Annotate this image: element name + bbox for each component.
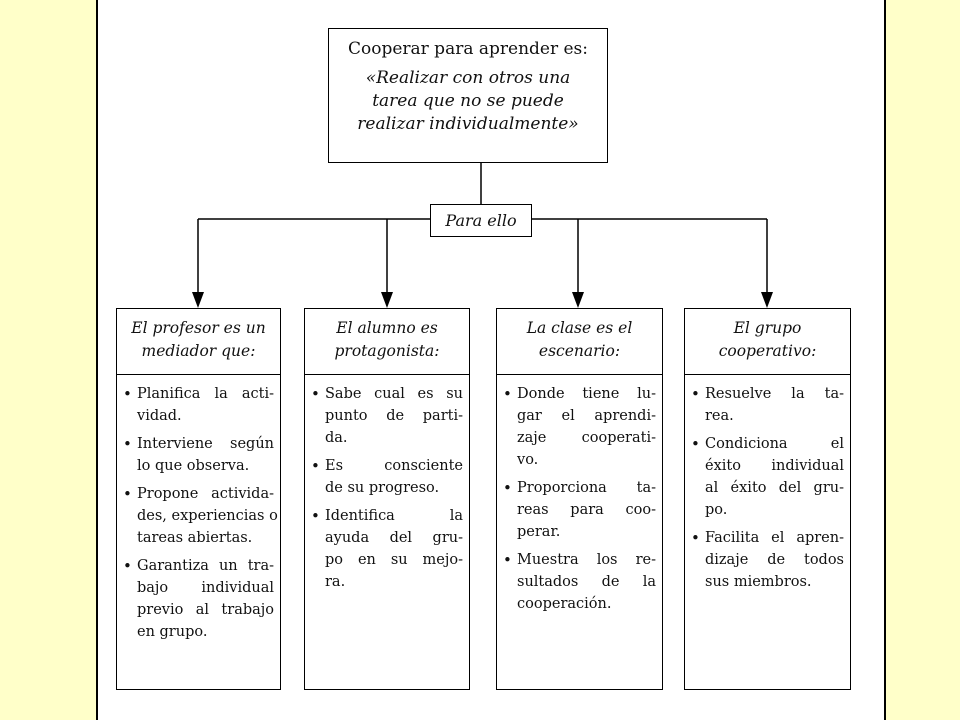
bullet-item: Garantiza un tra- bajo individual previo… xyxy=(123,555,274,643)
arrowhead-4 xyxy=(761,292,773,308)
heading-line: cooperativo: xyxy=(718,342,817,360)
bullet-line: Identifica la xyxy=(325,508,463,524)
bullet-line: des, experiencias o xyxy=(137,508,278,524)
bullet-line: Muestra los re- xyxy=(517,552,656,568)
bullet-line: Es consciente xyxy=(325,458,463,474)
bullet-item: Facilita el apren- dizaje de todos sus m… xyxy=(691,527,844,593)
bullet-item: Interviene según lo que observa. xyxy=(123,433,274,477)
column-body: Sabe cual es su punto de parti- da. Es c… xyxy=(305,375,469,593)
bullet-line: sus miembros. xyxy=(705,574,812,590)
bullet-item: Proporciona ta- reas para coo- perar. xyxy=(503,477,656,543)
bullet-line: ayuda del gru- xyxy=(325,530,463,546)
column-heading: La clase es el escenario: xyxy=(497,309,662,375)
bullet-line: dizaje de todos xyxy=(705,552,844,568)
column-heading: El alumno es protagonista: xyxy=(305,309,469,375)
column-body: Resuelve la ta- rea. Condiciona el éxito… xyxy=(685,375,850,593)
bullet-line: Garantiza un tra- xyxy=(137,558,274,574)
column-heading: El grupo cooperativo: xyxy=(685,309,850,375)
definition-heading: Cooperar para aprender es: xyxy=(347,39,589,59)
definition-quote: «Realizar con otros una tarea que no se … xyxy=(329,67,607,136)
definition-box: Cooperar para aprender es: «Realizar con… xyxy=(328,28,608,163)
bullet-line: previo al trabajo xyxy=(137,602,274,618)
connector-label-box: Para ello xyxy=(430,204,532,237)
column-grupo: El grupo cooperativo: Resuelve la ta- re… xyxy=(684,308,851,690)
bullet-line: sultados de la xyxy=(517,574,656,590)
bullet-item: Condiciona el éxito individual al éxito … xyxy=(691,433,844,521)
connector-label: Para ello xyxy=(445,211,517,230)
bullet-line: rea. xyxy=(705,408,734,424)
heading-line: mediador que: xyxy=(141,342,256,360)
bullet-line: po. xyxy=(705,502,728,518)
bullet-line: reas para coo- xyxy=(517,502,656,518)
column-body: Planifica la acti- vidad. Interviene seg… xyxy=(117,375,280,643)
bullet-line: zaje cooperati- xyxy=(517,430,656,446)
arrowhead-2 xyxy=(381,292,393,308)
bullet-line: éxito individual xyxy=(705,458,844,474)
bullet-line: po en su mejo- xyxy=(325,552,463,568)
heading-line: El profesor es un xyxy=(131,319,266,337)
bullet-item: Identifica la ayuda del gru- po en su me… xyxy=(311,505,463,593)
heading-line: escenario: xyxy=(538,342,621,360)
bullet-line: cooperación. xyxy=(517,596,612,612)
bullet-item: Propone activida- des, experiencias o ta… xyxy=(123,483,278,549)
heading-line: El grupo xyxy=(733,319,802,337)
column-clase: La clase es el escenario: Donde tiene lu… xyxy=(496,308,663,690)
column-heading: El profesor es un mediador que: xyxy=(117,309,280,375)
bullet-line: Condiciona el xyxy=(705,436,844,452)
arrowhead-1 xyxy=(192,292,204,308)
bullet-line: en grupo. xyxy=(137,624,208,640)
bullet-line: perar. xyxy=(517,524,561,540)
bullet-line: vidad. xyxy=(137,408,182,424)
bullet-line: Interviene según xyxy=(137,436,274,452)
bullet-line: Proporciona ta- xyxy=(517,480,656,496)
bullet-line: ra. xyxy=(325,574,346,590)
bullet-line: lo que observa. xyxy=(137,458,250,474)
bullet-line: vo. xyxy=(517,452,539,468)
bullet-item: Donde tiene lu- gar el aprendi- zaje coo… xyxy=(503,383,656,471)
bullet-line: de su progreso. xyxy=(325,480,440,496)
bullet-item: Es consciente de su progreso. xyxy=(311,455,463,499)
bullet-line: bajo individual xyxy=(137,580,274,596)
heading-line: El alumno es xyxy=(336,319,438,337)
quote-line: realizar individualmente» xyxy=(357,114,579,134)
column-profesor: El profesor es un mediador que: Planific… xyxy=(116,308,281,690)
quote-line: tarea que no se puede xyxy=(372,91,564,111)
bullet-item: Muestra los re- sultados de la cooperaci… xyxy=(503,549,656,615)
bullet-line: Propone activida- xyxy=(137,486,274,502)
bullet-line: tareas abiertas. xyxy=(137,530,253,546)
heading-line: La clase es el xyxy=(526,319,633,337)
bullet-line: Planifica la acti- xyxy=(137,386,274,402)
bullet-line: Facilita el apren- xyxy=(705,530,844,546)
column-alumno: El alumno es protagonista: Sabe cual es … xyxy=(304,308,470,690)
bullet-item: Sabe cual es su punto de parti- da. xyxy=(311,383,463,449)
bullet-line: al éxito del gru- xyxy=(705,480,844,496)
heading-line: protagonista: xyxy=(334,342,440,360)
quote-line: «Realizar con otros una xyxy=(365,68,571,88)
bullet-line: punto de parti- xyxy=(325,408,463,424)
bullet-line: Donde tiene lu- xyxy=(517,386,656,402)
bullet-line: Resuelve la ta- xyxy=(705,386,844,402)
bullet-item: Planifica la acti- vidad. xyxy=(123,383,274,427)
bullet-item: Resuelve la ta- rea. xyxy=(691,383,844,427)
bullet-line: da. xyxy=(325,430,348,446)
arrowhead-3 xyxy=(572,292,584,308)
bullet-line: Sabe cual es su xyxy=(325,386,463,402)
bullet-line: gar el aprendi- xyxy=(517,408,656,424)
column-body: Donde tiene lu- gar el aprendi- zaje coo… xyxy=(497,375,662,615)
